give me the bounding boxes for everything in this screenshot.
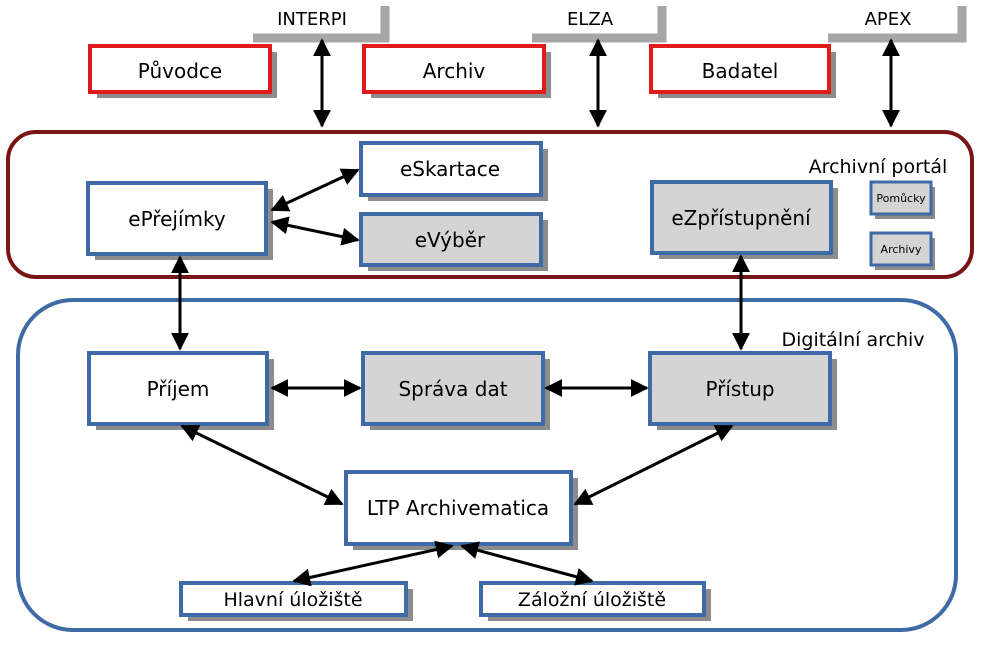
arrow-ltp-hlavni <box>292 540 454 587</box>
box-ezpristupneni-label: eZpřístupnění <box>671 206 812 230</box>
arrow-pristup-ltp <box>573 424 734 506</box>
arrow-eprejimky-eskartace <box>270 168 360 212</box>
system-apex-label: APEX <box>865 9 912 30</box>
arrow-eprejimky-evyber <box>270 216 360 246</box>
box-prijem-label: Příjem <box>147 377 210 401</box>
actor-archiv: Archiv <box>362 44 551 98</box>
box-eprejimky-label: ePřejímky <box>128 207 226 231</box>
box-eskartace: eSkartace <box>359 141 548 201</box>
box-eprejimky: ePřejímky <box>86 181 273 260</box>
system-elza-label: ELZA <box>567 9 614 30</box>
arrow-prijem-ltp <box>180 424 344 506</box>
box-archivy: Archivy <box>869 231 935 270</box>
digital-archive-container <box>16 298 958 632</box>
box-hlavni-label: Hlavní úložiště <box>223 589 362 611</box>
actor-puvodce-label: Původce <box>138 59 222 83</box>
box-pomucky: Pomůcky <box>869 180 935 219</box>
box-pristup-label: Přístup <box>705 377 774 401</box>
box-eskartace-label: eSkartace <box>400 157 500 181</box>
box-zalozni-label: Záložní úložiště <box>518 589 666 611</box>
box-archivy-label: Archivy <box>881 243 922 256</box>
arrow-ltp-zalozni <box>460 541 594 586</box>
actor-badatel-label: Badatel <box>702 59 779 83</box>
box-hlavni: Hlavní úložiště <box>179 581 413 621</box>
portal-container <box>6 130 974 279</box>
box-sprava-dat: Správa dat <box>361 351 550 430</box>
digital-archive-title: Digitální archiv <box>781 329 924 351</box>
box-ltp: LTP Archivematica <box>344 470 578 550</box>
actor-puvodce: Původce <box>88 44 277 98</box>
system-apex: APEX <box>828 6 967 43</box>
actor-archiv-label: Archiv <box>423 59 486 83</box>
box-prijem: Příjem <box>87 351 274 430</box>
box-ezpristupneni: eZpřístupnění <box>650 180 838 259</box>
box-pomucky-label: Pomůcky <box>876 192 926 205</box>
box-sprava-dat-label: Správa dat <box>398 377 507 401</box>
box-evyber-label: eVýběr <box>415 228 486 252</box>
system-interpi-label: INTERPI <box>277 9 347 30</box>
box-evyber: eVýběr <box>359 212 548 271</box>
actor-badatel: Badatel <box>649 44 836 98</box>
box-zalozni: Záložní úložiště <box>479 581 711 621</box>
box-pristup: Přístup <box>648 351 837 430</box>
box-ltp-label: LTP Archivematica <box>367 496 549 520</box>
system-interpi: INTERPI <box>253 6 390 43</box>
portal-title: Archivní portál <box>809 156 948 178</box>
system-elza: ELZA <box>532 6 667 43</box>
